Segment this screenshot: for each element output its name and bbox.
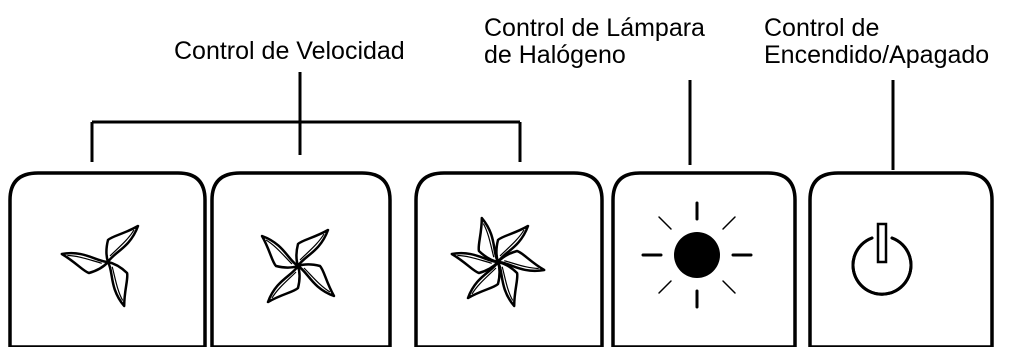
fan-blade (60, 251, 110, 275)
speed-control-leader (90, 72, 522, 162)
fan-blade-inner-line (67, 254, 102, 264)
speed-low-button[interactable] (8, 171, 207, 347)
speed-control-label-text: Control de Velocidad (174, 37, 405, 65)
fan-blade-inner-line (504, 260, 539, 270)
fan-blade-inner-line (109, 229, 135, 257)
power-icon (851, 222, 913, 296)
fan-blade-inner-line (471, 267, 497, 295)
fan-blade-inner-line (111, 266, 124, 301)
fan-low-speed-icon (60, 224, 140, 308)
fan-blade-inner-line (303, 267, 331, 293)
power-button[interactable] (808, 171, 994, 347)
fan-blade-inner-line (457, 254, 492, 264)
fan-blade (106, 260, 129, 308)
speed-medium-button[interactable] (210, 171, 392, 347)
fan-medium-speed-icon (260, 228, 336, 304)
fan-blade-inner-line (271, 271, 297, 299)
fan-blade (496, 249, 546, 273)
fan-blade-inner-line (501, 266, 514, 301)
fan-blade-inner-line (265, 239, 293, 265)
lamp-control-label-line-2: de Halógeno (484, 41, 626, 69)
halogen-lamp-icon (641, 201, 753, 309)
fan-high-speed-icon (450, 216, 546, 308)
fan-blade-inner-line (482, 223, 495, 258)
power-control-label: Control de Encendido/Apagado (764, 15, 989, 69)
fan-blade (450, 251, 500, 275)
halogen-lamp-button[interactable] (611, 171, 797, 347)
power-control-label-line-1: Control de (764, 14, 880, 42)
speed-control-label: Control de Velocidad (174, 38, 405, 65)
speed-high-button[interactable] (414, 171, 604, 347)
fan-blade-inner-line (299, 233, 325, 261)
lamp-control-label: Control de Lámpara de Halógeno (484, 15, 705, 69)
fan-blade-inner-line (499, 229, 525, 257)
lamp-control-label-line-1: Control de Lámpara (484, 14, 705, 42)
fan-blade (496, 260, 519, 308)
power-control-label-line-2: Encendido/Apagado (764, 41, 990, 69)
fan-blade (477, 216, 500, 264)
